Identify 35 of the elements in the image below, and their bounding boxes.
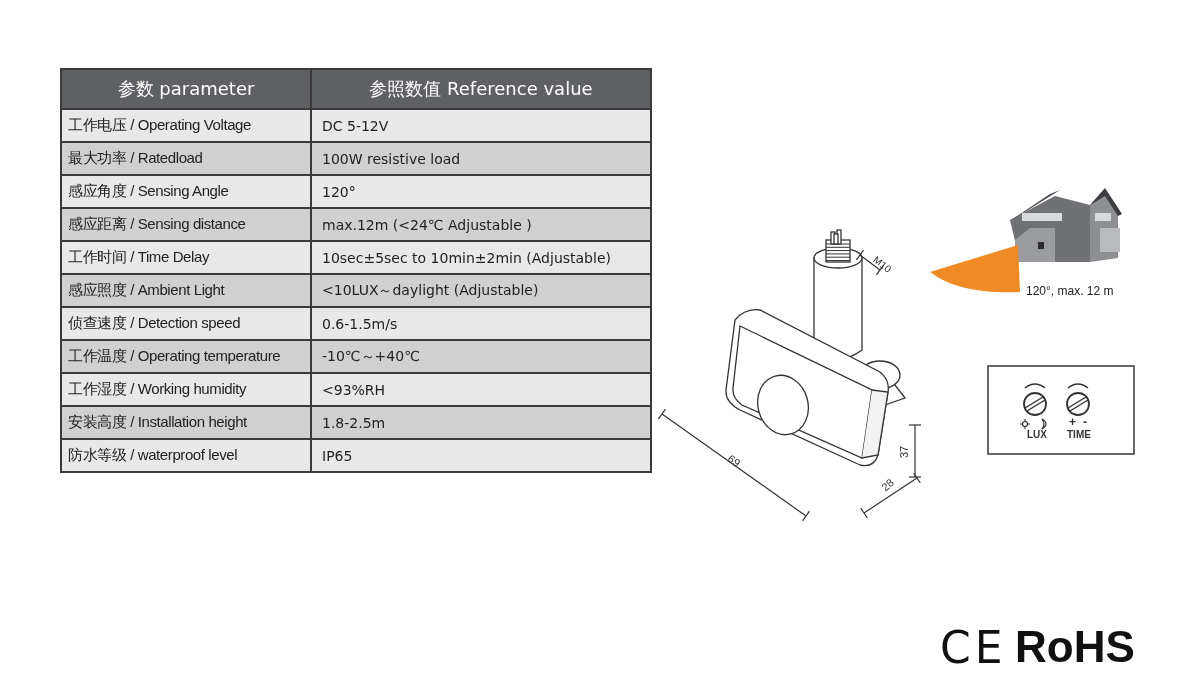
certification-mark: CE	[940, 622, 1007, 673]
parameter-cell: 工作温度 / Operating temperature	[61, 340, 311, 373]
parameter-cell: 安装高度 / Installation height	[61, 406, 311, 439]
dial-label: TIME	[1067, 429, 1091, 440]
parameter-cell: 感应距离 / Sensing distance	[61, 208, 311, 241]
value-cell: max.12m (<24℃ Adjustable )	[311, 208, 651, 241]
value-cell: 0.6-1.5m/s	[311, 307, 651, 340]
plus-sign: +	[1069, 415, 1076, 429]
dimension-label: 37	[898, 445, 910, 458]
parameter-cell: 工作电压 / Operating Voltage	[61, 109, 311, 142]
column-header: 参数 parameter	[61, 69, 311, 109]
parameter-cell: 最大功率 / Ratedload	[61, 142, 311, 175]
caption: 120°, max. 12 m	[1026, 284, 1114, 298]
value-cell: 10sec±5sec to 10min±2min (Adjustable)	[311, 241, 651, 274]
value-cell: IP65	[311, 439, 651, 472]
minus-sign: -	[1083, 415, 1087, 429]
dimension-label: M10	[871, 254, 894, 275]
value-cell: 100W resistive load	[311, 142, 651, 175]
dimension-label: 69	[725, 452, 743, 469]
value-cell: 120°	[311, 175, 651, 208]
value-cell: -10℃～+40℃	[311, 340, 651, 373]
parameter-cell: 工作时间 / Time Delay	[61, 241, 311, 274]
parameter-cell: 感应照度 / Ambient Light	[61, 274, 311, 307]
parameter-cell: 感应角度 / Sensing Angle	[61, 175, 311, 208]
parameter-cell: 防水等级 / waterproof level	[61, 439, 311, 472]
dial-label: LUX	[1027, 429, 1047, 440]
value-cell: <93%RH	[311, 373, 651, 406]
dimension-label: 28	[879, 476, 897, 494]
value-cell: DC 5-12V	[311, 109, 651, 142]
parameter-cell: 工作湿度 / Working humidity	[61, 373, 311, 406]
column-header: 参照数值 Reference value	[311, 69, 651, 109]
value-cell: <10LUX～daylight (Adjustable)	[311, 274, 651, 307]
parameter-cell: 侦查速度 / Detection speed	[61, 307, 311, 340]
certification-mark: RoHS	[1015, 622, 1135, 672]
value-cell: 1.8-2.5m	[311, 406, 651, 439]
